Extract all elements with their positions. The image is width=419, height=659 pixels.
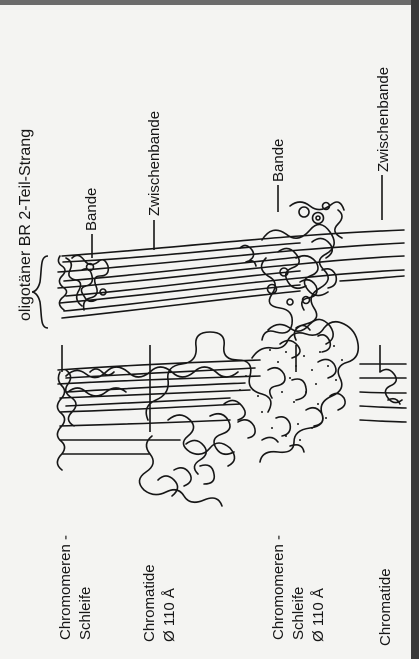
strand-bracket bbox=[32, 256, 48, 328]
label-bande-2: Bande bbox=[270, 139, 287, 182]
upper-strand bbox=[58, 202, 404, 340]
label-chromomeren-2b: Schleife bbox=[290, 587, 307, 640]
label-chromatide-1b: Ø 110 Å bbox=[161, 588, 178, 642]
label-chromatide-2b: Ø 110 Å bbox=[310, 588, 327, 642]
label-chromomeren-1b: Schleife bbox=[77, 587, 94, 640]
label-chromatide-1a: Chromatide bbox=[141, 564, 158, 642]
label-chromomeren-1a: Chromomeren - bbox=[57, 535, 74, 640]
label-chromatide-3: Chromatide bbox=[377, 568, 394, 646]
strand-title: oligotäner BR 2-Teil-Strang bbox=[17, 129, 34, 321]
label-zwischenbande-1: Zwischenbande bbox=[146, 111, 163, 216]
scan-edge-right bbox=[411, 0, 419, 659]
scan-edge-top bbox=[0, 0, 419, 5]
lower-leader-lines bbox=[62, 345, 380, 432]
lower-strand bbox=[57, 319, 406, 506]
label-bande-1: Bande bbox=[83, 188, 100, 231]
label-zwischenbande-2: Zwischenbande bbox=[375, 67, 392, 172]
labels: oligotäner BR 2-Teil-Strang Bande Zwisch… bbox=[17, 67, 394, 646]
upper-leader-lines bbox=[92, 175, 382, 258]
label-chromomeren-2a: Chromomeren - bbox=[270, 535, 287, 640]
label-chromatide-2a: Chromatide bbox=[320, 464, 323, 470]
